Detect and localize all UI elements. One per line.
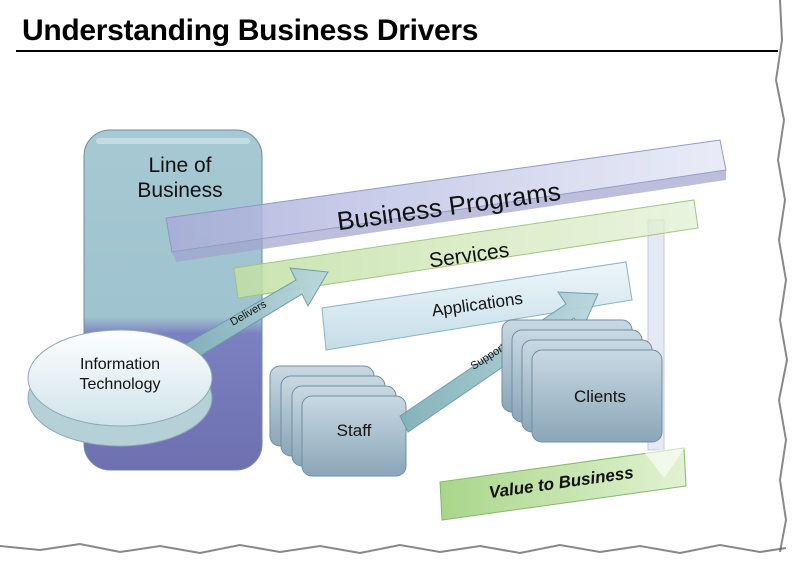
title-divider <box>16 50 778 52</box>
it-label-line2: Technology <box>80 376 161 393</box>
torn-edge-decoration <box>0 0 789 555</box>
page-title: Understanding Business Drivers <box>22 14 479 47</box>
clients-stack: Clients <box>501 319 663 443</box>
clients-label: Clients <box>574 387 626 406</box>
lob-label-line2: Business <box>137 179 222 202</box>
staff-label: Staff <box>337 421 372 440</box>
it-label-line1: Information <box>80 356 160 373</box>
business-programs-bar: Business Programs <box>165 139 727 262</box>
value-to-business-bar: Value to Business <box>439 446 687 521</box>
staff-stack: Staff <box>269 365 407 477</box>
applications-bar: Applications <box>321 261 633 351</box>
lob-label-line1: Line of <box>148 154 211 177</box>
information-technology-disc: Information Technology <box>27 329 213 447</box>
services-bar: Services <box>233 199 699 299</box>
